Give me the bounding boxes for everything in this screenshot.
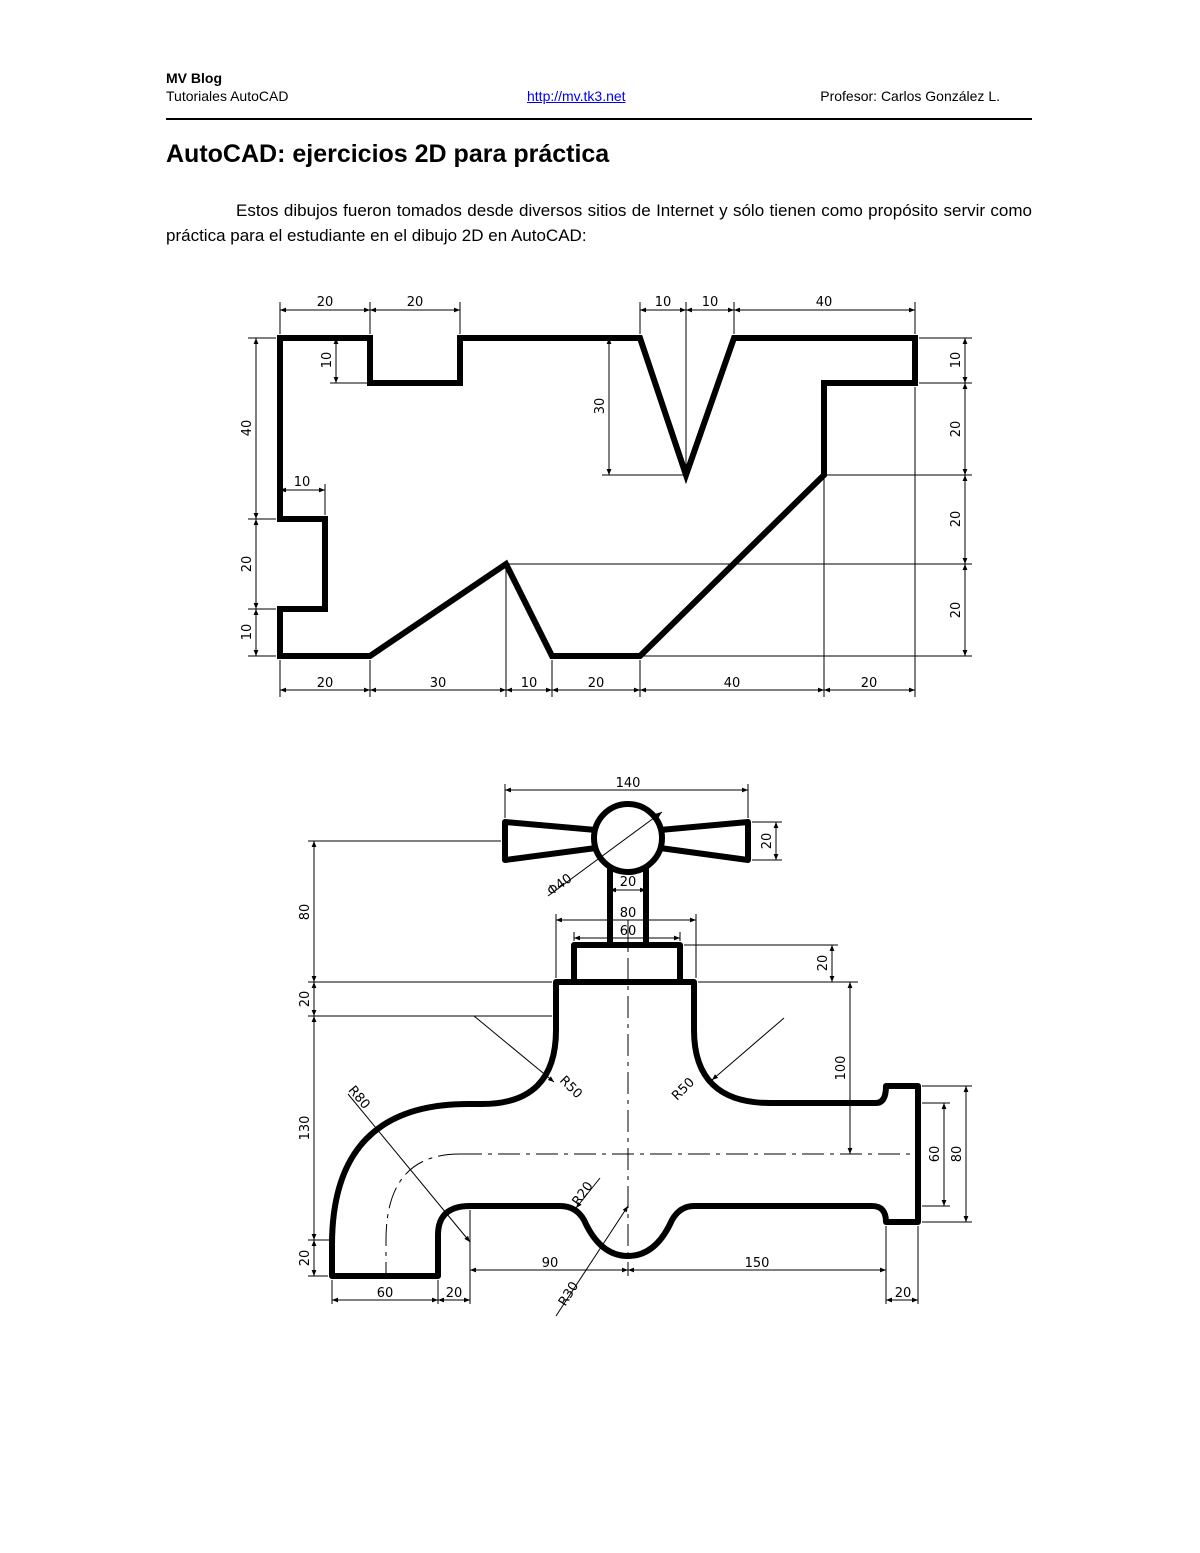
dim-label: 20 xyxy=(446,1286,463,1301)
dim-label: R50 xyxy=(556,1073,585,1102)
dim-label: 10 xyxy=(240,624,255,641)
dim-label: 20 xyxy=(317,676,334,691)
header-row: Tutoriales AutoCAD http://mv.tk3.net Pro… xyxy=(166,88,1032,106)
dim-label: 20 xyxy=(816,955,831,972)
dim-label: 10 xyxy=(949,352,964,369)
dim-label: 20 xyxy=(588,676,605,691)
dim-label: 10 xyxy=(521,676,538,691)
faucet-outline xyxy=(329,801,921,1279)
dim-label: 20 xyxy=(949,602,964,619)
dim-label: 80 xyxy=(298,904,313,921)
document-title: AutoCAD: ejercicios 2D para práctica xyxy=(166,140,610,168)
dim-label: 40 xyxy=(724,676,741,691)
dim-label: 20 xyxy=(949,511,964,528)
dim-label: 10 xyxy=(702,295,719,310)
dim-label: 20 xyxy=(949,421,964,438)
dim-label: 80 xyxy=(950,1146,965,1163)
drawing-2: 140 20 Φ40 20 80 60 20 80 20 130 20 R50 … xyxy=(298,776,972,1317)
dim-label: R50 xyxy=(669,1075,698,1104)
dim-label: 60 xyxy=(620,924,637,939)
page-header: MV Blog Tutoriales AutoCAD http://mv.tk3… xyxy=(166,70,1032,122)
intro-paragraph: Estos dibujos fueron tomados desde diver… xyxy=(166,201,1032,245)
dim-label: R30 xyxy=(556,1279,582,1309)
dim-label: 30 xyxy=(430,676,447,691)
dim-label: 40 xyxy=(240,420,255,437)
dim-label: 10 xyxy=(294,475,311,490)
header-divider xyxy=(166,118,1032,120)
dim-label: 10 xyxy=(655,295,672,310)
dim-label: Φ40 xyxy=(545,871,575,899)
dim-label: R80 xyxy=(345,1083,373,1112)
dim-label: 20 xyxy=(317,295,334,310)
dim-label: 60 xyxy=(377,1286,394,1301)
dim-label: 20 xyxy=(861,676,878,691)
dim-label: 60 xyxy=(928,1146,943,1163)
dim-label: 150 xyxy=(745,1256,770,1271)
faucet-dimension-labels: 140 20 Φ40 20 80 60 20 80 20 130 20 R50 … xyxy=(298,776,965,1309)
dim-label: R20 xyxy=(570,1179,597,1209)
dim-label: 20 xyxy=(760,833,775,850)
dim-label: 20 xyxy=(298,1250,313,1267)
header-subtitle: Tutoriales AutoCAD xyxy=(166,88,289,104)
dim-label: 20 xyxy=(407,295,424,310)
faucet-dimension-lines xyxy=(308,784,972,1317)
dim-label: 20 xyxy=(895,1286,912,1301)
drawing-1-dimension-lines xyxy=(248,302,972,697)
drawing-1: 20 20 10 10 40 20 30 10 20 40 20 40 20 1… xyxy=(240,295,972,697)
dim-label: 20 xyxy=(620,875,637,890)
dim-label: 20 xyxy=(298,991,313,1008)
dim-label: 100 xyxy=(834,1056,849,1081)
dim-label: 90 xyxy=(542,1256,559,1271)
dim-label: 10 xyxy=(320,352,335,369)
dim-label: 130 xyxy=(298,1116,313,1141)
blog-link[interactable]: http://mv.tk3.net xyxy=(527,88,626,104)
dim-label: 30 xyxy=(593,398,608,415)
author-name: Profesor: Carlos González L. xyxy=(820,88,1000,104)
dim-label: 20 xyxy=(240,556,255,573)
blog-name: MV Blog xyxy=(166,70,222,86)
drawing-1-dimension-labels: 20 20 10 10 40 20 30 10 20 40 20 40 20 1… xyxy=(240,295,964,691)
dim-label: 40 xyxy=(816,295,833,310)
dim-label: 140 xyxy=(616,776,641,791)
dim-label: 80 xyxy=(620,906,637,921)
drawing-1-outline xyxy=(277,335,918,659)
